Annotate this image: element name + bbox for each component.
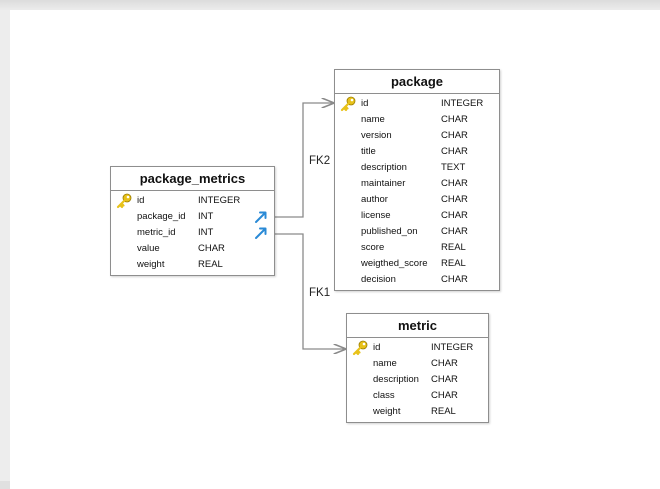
column-type: REAL bbox=[441, 258, 466, 269]
window-top-bar bbox=[0, 0, 660, 10]
column-type: CHAR bbox=[441, 274, 468, 285]
column-row[interactable]: value CHAR bbox=[111, 241, 274, 257]
column-name: description bbox=[361, 162, 407, 173]
column-name: class bbox=[373, 390, 395, 401]
column-row[interactable]: published_on CHAR bbox=[335, 224, 499, 240]
foreign-key-arrow-icon bbox=[254, 226, 268, 240]
column-row[interactable]: score REAL bbox=[335, 240, 499, 256]
column-row[interactable]: maintainer CHAR bbox=[335, 176, 499, 192]
column-row[interactable]: id INTEGER bbox=[335, 96, 499, 112]
column-name: version bbox=[361, 130, 392, 141]
key-icon bbox=[351, 340, 369, 356]
foreign-key-arrow-icon bbox=[254, 210, 268, 224]
column-name: weight bbox=[373, 406, 401, 417]
column-name: score bbox=[361, 242, 385, 253]
column-row[interactable]: weight REAL bbox=[111, 257, 274, 273]
column-name: maintainer bbox=[361, 178, 406, 189]
column-row[interactable]: weigthed_score REAL bbox=[335, 256, 499, 272]
column-row[interactable]: decision CHAR bbox=[335, 272, 499, 288]
column-name: id bbox=[373, 342, 381, 353]
column-name: weigthed_score bbox=[361, 258, 428, 269]
column-type: CHAR bbox=[441, 130, 468, 141]
column-type: INT bbox=[198, 211, 214, 222]
column-name: description bbox=[373, 374, 419, 385]
column-name: id bbox=[137, 195, 145, 206]
column-row[interactable]: weight REAL bbox=[347, 404, 488, 420]
column-name: name bbox=[361, 114, 385, 125]
column-row[interactable]: version CHAR bbox=[335, 128, 499, 144]
column-type: CHAR bbox=[441, 114, 468, 125]
fk1-label: FK1 bbox=[309, 287, 331, 299]
column-name: metric_id bbox=[137, 227, 176, 238]
column-type: REAL bbox=[441, 242, 466, 253]
column-type: CHAR bbox=[441, 226, 468, 237]
fk2-connector[interactable] bbox=[274, 103, 333, 218]
column-name: package_id bbox=[137, 211, 186, 222]
column-type: REAL bbox=[198, 259, 223, 270]
column-row[interactable]: id INTEGER bbox=[111, 193, 274, 209]
fk2-label: FK2 bbox=[309, 155, 331, 167]
fk1-connector[interactable] bbox=[274, 233, 345, 349]
column-name: value bbox=[137, 243, 160, 254]
column-name: published_on bbox=[361, 226, 418, 237]
left-edge-strip bbox=[0, 10, 10, 489]
table-package[interactable]: package id INTEGER name CHAR version CHA… bbox=[334, 69, 500, 291]
column-name: name bbox=[373, 358, 397, 369]
column-type: CHAR bbox=[431, 358, 458, 369]
column-type: CHAR bbox=[441, 146, 468, 157]
column-type: INTEGER bbox=[431, 342, 474, 353]
table-package-metrics[interactable]: package_metrics id INTEGER package_id IN… bbox=[110, 166, 275, 276]
column-row[interactable]: class CHAR bbox=[347, 388, 488, 404]
column-row[interactable]: description CHAR bbox=[347, 372, 488, 388]
key-icon bbox=[115, 193, 133, 209]
column-row[interactable]: license CHAR bbox=[335, 208, 499, 224]
column-name: license bbox=[361, 210, 391, 221]
column-type: REAL bbox=[431, 406, 456, 417]
column-name: id bbox=[361, 98, 369, 109]
bottom-edge-strip bbox=[0, 481, 10, 489]
column-type: CHAR bbox=[431, 374, 458, 385]
column-type: INTEGER bbox=[441, 98, 484, 109]
column-row[interactable]: id INTEGER bbox=[347, 340, 488, 356]
table-title: metric bbox=[347, 314, 488, 338]
column-row[interactable]: description TEXT bbox=[335, 160, 499, 176]
table-metric[interactable]: metric id INTEGER name CHAR description … bbox=[346, 313, 489, 423]
column-name: title bbox=[361, 146, 376, 157]
column-name: weight bbox=[137, 259, 165, 270]
table-title: package bbox=[335, 70, 499, 94]
column-row[interactable]: name CHAR bbox=[335, 112, 499, 128]
column-row[interactable]: package_id INT bbox=[111, 209, 274, 225]
column-name: decision bbox=[361, 274, 396, 285]
column-type: CHAR bbox=[441, 178, 468, 189]
column-type: CHAR bbox=[198, 243, 225, 254]
column-row[interactable]: name CHAR bbox=[347, 356, 488, 372]
column-row[interactable]: metric_id INT bbox=[111, 225, 274, 241]
column-type: CHAR bbox=[431, 390, 458, 401]
column-row[interactable]: author CHAR bbox=[335, 192, 499, 208]
column-type: INT bbox=[198, 227, 214, 238]
column-row[interactable]: title CHAR bbox=[335, 144, 499, 160]
column-name: author bbox=[361, 194, 388, 205]
column-type: TEXT bbox=[441, 162, 466, 173]
key-icon bbox=[339, 96, 357, 112]
column-type: CHAR bbox=[441, 210, 468, 221]
table-title: package_metrics bbox=[111, 167, 274, 191]
column-type: INTEGER bbox=[198, 195, 241, 206]
column-type: CHAR bbox=[441, 194, 468, 205]
